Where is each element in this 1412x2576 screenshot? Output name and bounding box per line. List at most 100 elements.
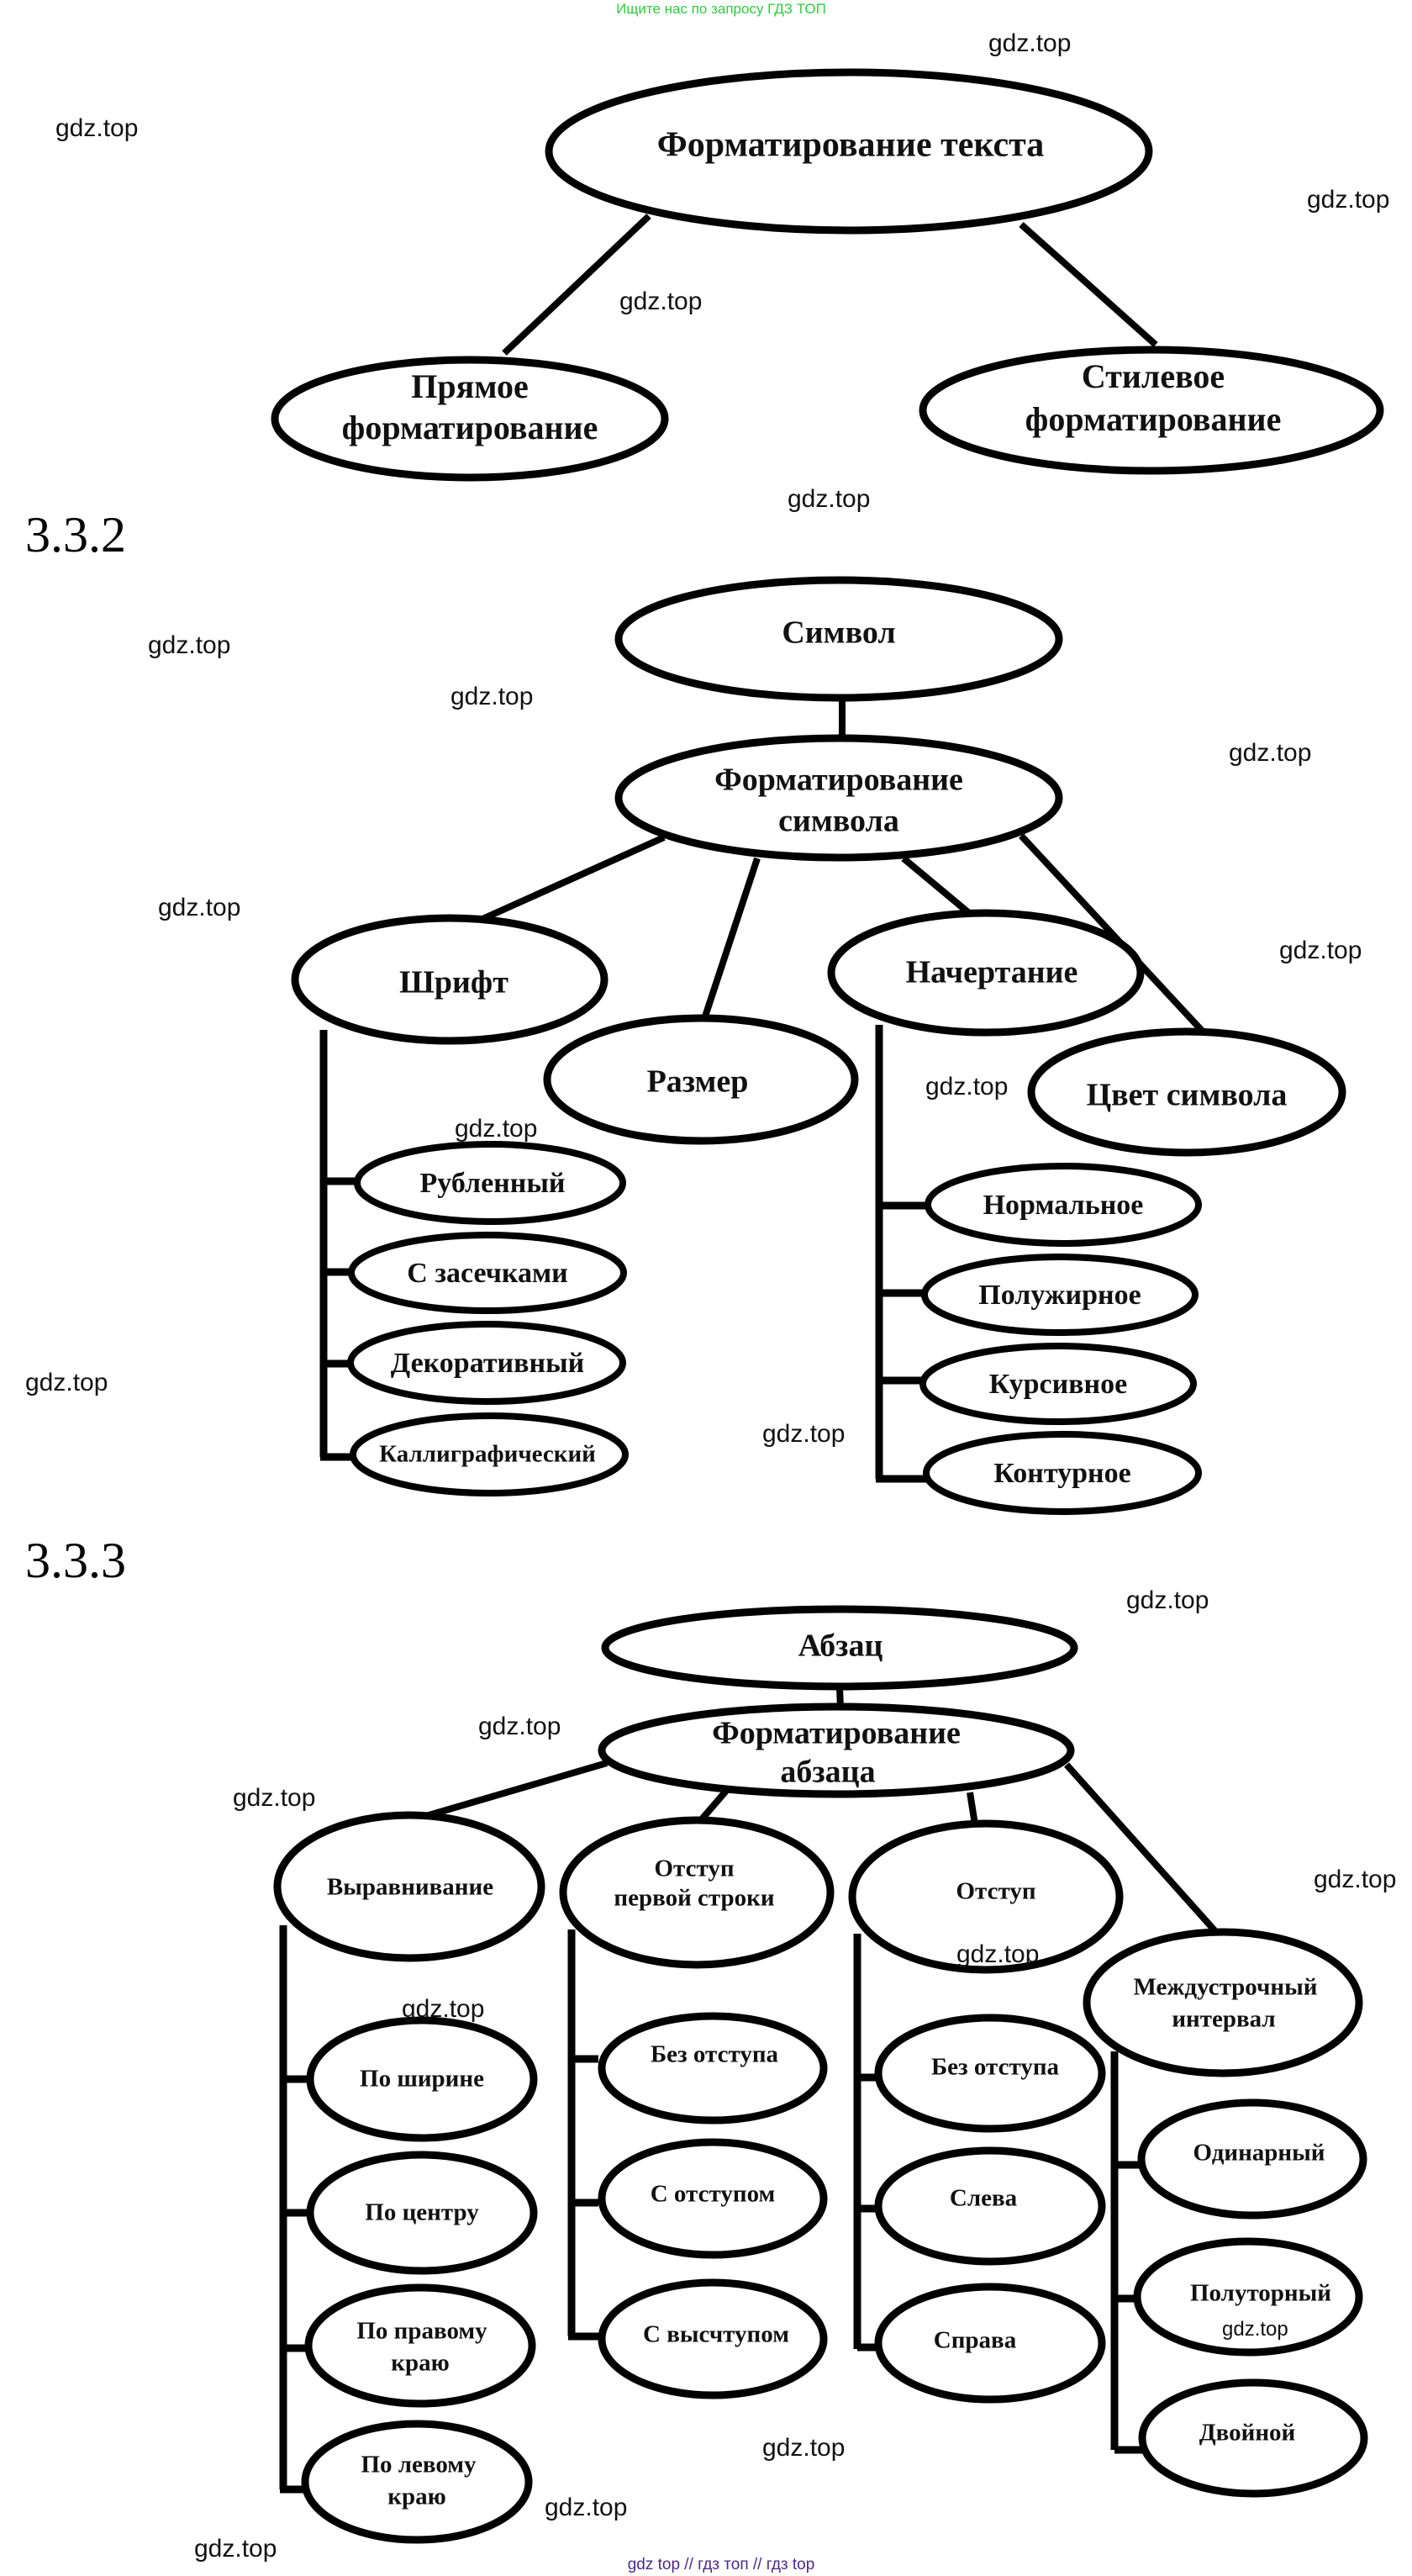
edge-root-direct — [502, 214, 651, 356]
node-char-color: Цвет символа — [1027, 1027, 1346, 1157]
node-symbol: Символ — [614, 576, 1063, 702]
svg-text:Шрифт: Шрифт — [399, 965, 508, 1000]
diagram-text-formatting: Форматирование текста Прямое форматирова… — [271, 68, 1384, 482]
watermarks: gdz.top gdz.top gdz.top gdz.top gdz.top … — [25, 29, 1396, 2563]
svg-text:Форматирование: Форматирование — [714, 763, 963, 798]
watermark: gdz.top — [1279, 937, 1362, 964]
node-size: Размер — [543, 1014, 859, 1145]
svg-text:Прямое: Прямое — [411, 367, 528, 405]
watermark: gdz.top — [762, 2434, 845, 2462]
watermark: gdz.top — [988, 29, 1071, 57]
node-spacing-single: Одинарный — [1137, 2098, 1367, 2220]
svg-text:Междустрочный: Междустрочный — [1134, 1974, 1318, 2001]
watermark: gdz.top — [25, 1369, 108, 1396]
svg-text:Отступ: Отступ — [654, 1855, 734, 1882]
watermark: gdz.top — [233, 1784, 315, 1812]
node-first-line-hanging: С высчтупом — [598, 2278, 828, 2399]
svg-text:абзаца: абзаца — [780, 1755, 875, 1790]
svg-text:С засечками: С засечками — [407, 1258, 567, 1289]
watermark: gdz.top — [619, 288, 702, 315]
watermark: gdz.top — [1229, 739, 1311, 767]
edge-to-line-spacing — [1064, 1762, 1217, 1933]
node-align-left: По левому краю — [301, 2420, 533, 2544]
svg-text:Контурное: Контурное — [993, 1458, 1130, 1489]
edge-to-alignment — [424, 1760, 609, 1819]
watermark: gdz.top — [545, 2494, 627, 2521]
svg-text:Отступ: Отступ — [956, 1878, 1035, 1905]
watermark: gdz.top — [450, 683, 533, 710]
node-text-formatting: Форматирование текста — [545, 68, 1153, 235]
node-indent-none: Без отступа — [874, 2014, 1106, 2133]
svg-text:Полужирное: Полужирное — [978, 1280, 1141, 1311]
section-label-3-3-2: 3.3.2 — [25, 507, 126, 562]
svg-text:Одинарный: Одинарный — [1193, 2140, 1325, 2167]
edge-to-style — [901, 855, 972, 916]
node-paragraph-formatting: Форматирование абзаца — [598, 1702, 1075, 1798]
svg-text:символа: символа — [778, 804, 899, 839]
top-banner[interactable]: Ищите нас по запросу ГДЗ ТОП — [616, 1, 826, 17]
svg-text:По правому: По правому — [356, 2318, 487, 2345]
svg-text:Полуторный: Полуторный — [1190, 2280, 1331, 2307]
svg-text:Выравнивание: Выравнивание — [327, 1874, 493, 1901]
edge-to-color — [1019, 833, 1206, 1035]
svg-text:С высчтупом: С высчтупом — [643, 2321, 789, 2348]
node-indent-left: Слева — [874, 2146, 1106, 2266]
diagram-character-formatting: Символ Форматирование символа Шрифт Разм… — [291, 576, 1346, 1515]
svg-text:Каллиграфический: Каллиграфический — [379, 1441, 596, 1468]
svg-text:Без отступа: Без отступа — [931, 2054, 1060, 2081]
svg-text:По центру: По центру — [365, 2199, 479, 2226]
svg-text:Курсивное: Курсивное — [989, 1369, 1127, 1400]
svg-text:Начертание: Начертание — [906, 955, 1078, 990]
section-label-3-3-3: 3.3.3 — [25, 1533, 126, 1588]
watermark: gdz.top — [148, 631, 230, 659]
node-align-center: По центру — [306, 2151, 538, 2275]
edge-to-size — [701, 857, 761, 1021]
watermark: gdz.top — [956, 1940, 1039, 1968]
node-font-sans: Рубленный — [354, 1141, 626, 1225]
watermark: gdz.top — [158, 894, 240, 921]
node-style-formatting: Стилевое форматирование — [919, 346, 1384, 475]
svg-text:краю: краю — [391, 2350, 450, 2377]
watermark: gdz.top — [788, 485, 870, 513]
watermark: gdz.top — [478, 1713, 561, 1740]
node-spacing-one-and-half: Полуторный — [1133, 2237, 1363, 2357]
svg-text:первой строки: первой строки — [614, 1885, 774, 1912]
svg-text:интервал: интервал — [1172, 2006, 1275, 2033]
watermark: gdz.top — [1314, 1866, 1396, 1893]
watermark: gdz.top — [194, 2535, 277, 2563]
svg-text:Стилевое: Стилевое — [1082, 357, 1225, 395]
node-style-outline: Контурное — [923, 1431, 1202, 1515]
svg-text:Символ: Символ — [782, 615, 895, 651]
svg-text:Рубленный: Рубленный — [420, 1168, 566, 1199]
edge-to-font — [479, 834, 666, 923]
watermark: gdz.top — [925, 1073, 1008, 1101]
svg-text:Размер: Размер — [647, 1064, 749, 1100]
svg-text:По ширине: По ширине — [360, 2066, 484, 2093]
node-alignment: Выравнивание — [273, 1811, 545, 1962]
node-first-line-indent-item: С отступом — [598, 2138, 828, 2259]
watermark: gdz.top — [402, 1995, 484, 2023]
node-align-justify: По ширине — [306, 2016, 538, 2142]
node-line-spacing: Междустрочный интервал — [1083, 1928, 1363, 2077]
node-font-serif: С засечками — [348, 1232, 627, 1314]
watermark: gdz.top — [762, 1420, 845, 1448]
svg-text:Слева: Слева — [950, 2185, 1018, 2212]
diagram-paragraph-formatting: Абзац Форматирование абзаца Выравнивание… — [273, 1605, 1368, 2544]
edge-to-indent — [967, 1792, 978, 1825]
node-font-calligraphic: Каллиграфический — [350, 1412, 629, 1497]
node-style-italic: Курсивное — [919, 1343, 1197, 1425]
node-typeface-style: Начертание — [827, 909, 1145, 1037]
svg-text:Абзац: Абзац — [798, 1628, 883, 1664]
watermark: gdz.top — [455, 1115, 537, 1143]
node-font-decorative: Декоративный — [347, 1321, 626, 1405]
svg-text:Двойной: Двойной — [1199, 2420, 1296, 2447]
edge-root-style — [1019, 222, 1158, 347]
watermark: gdz.top — [1126, 1586, 1209, 1614]
svg-text:форматирование: форматирование — [1025, 400, 1282, 438]
footer-links[interactable]: gdz top // гдз топ // гдз top — [628, 2556, 815, 2573]
svg-text:Декоративный: Декоративный — [391, 1348, 584, 1379]
svg-text:По левому: По левому — [361, 2452, 477, 2478]
node-character-formatting: Форматирование символа — [614, 734, 1063, 862]
node-style-normal: Нормальное — [925, 1163, 1202, 1247]
